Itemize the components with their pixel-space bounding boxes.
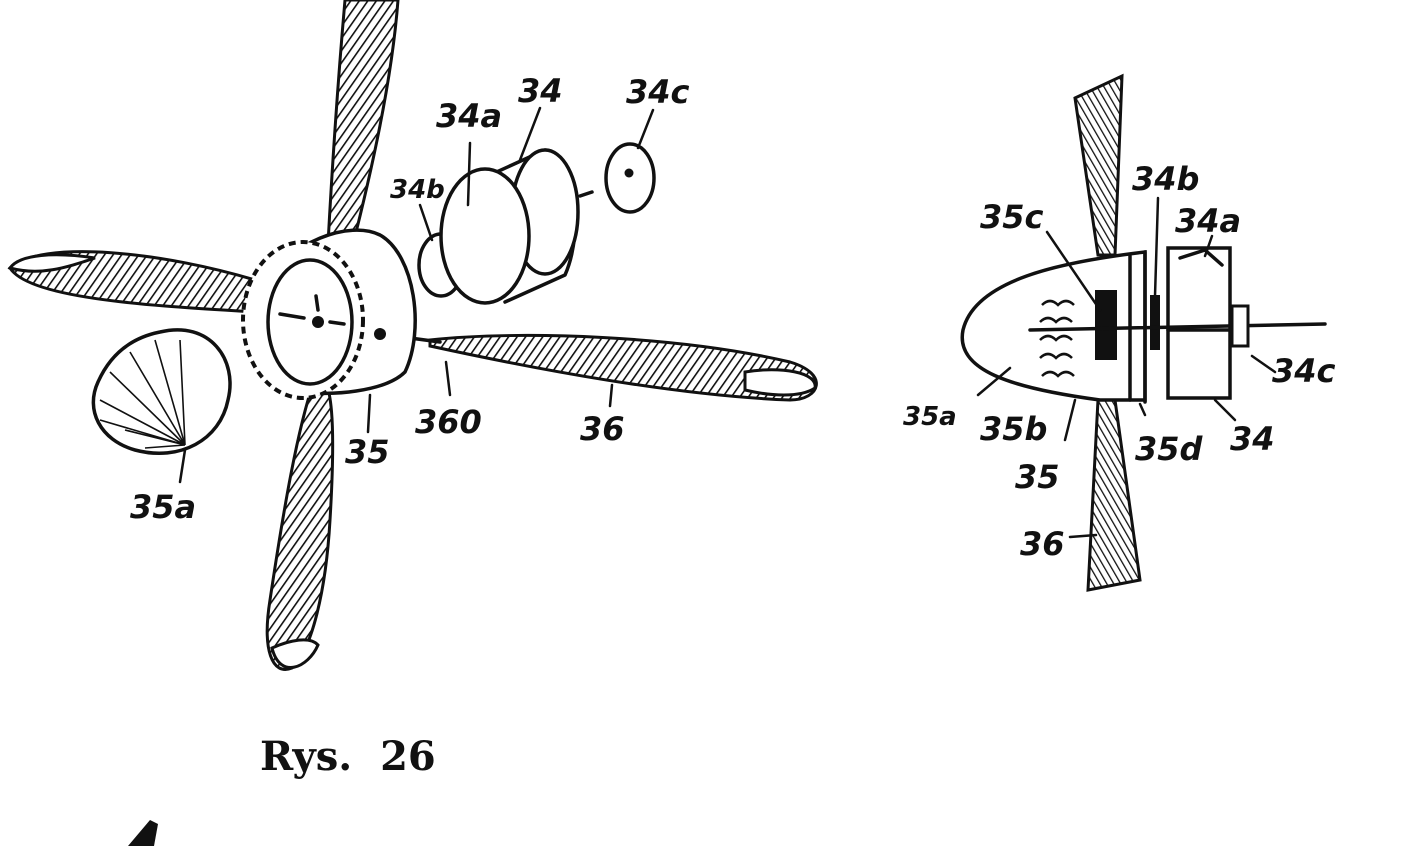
- label-35a: 35a: [903, 402, 957, 432]
- cap-34c: [604, 142, 656, 214]
- label-34: 34: [518, 72, 563, 110]
- drum-34: [439, 148, 594, 305]
- exploded-view: 34a 34 34c 34b 35 360 36 35a: [7, 0, 818, 671]
- label-35: 35: [345, 433, 390, 471]
- propeller-blade-top: [326, 0, 400, 256]
- section-blade-bottom: [1086, 398, 1142, 592]
- gear-ring: [241, 240, 365, 400]
- drum-face-34a: [439, 167, 531, 305]
- label-36: 36: [1020, 525, 1065, 563]
- label-34c: 34c: [1272, 352, 1336, 390]
- label-34: 34: [1230, 420, 1275, 458]
- leader-lines-right: [976, 196, 1277, 539]
- propeller-blade-right: [428, 333, 818, 402]
- section-hub-35c: [1095, 290, 1117, 360]
- section-collar-34b: [1150, 295, 1160, 350]
- label-35c: 35c: [980, 198, 1044, 236]
- figure-caption: Rys. 26: [260, 733, 436, 780]
- label-35: 35: [1015, 458, 1060, 496]
- propeller-blade-left: [7, 250, 270, 314]
- label-34a: 34a: [1175, 202, 1241, 240]
- section-drum-34: [1166, 246, 1232, 400]
- label-35b: 35b: [980, 410, 1047, 448]
- label-36: 36: [580, 410, 625, 448]
- stray-mark: [128, 820, 158, 846]
- label-34a: 34a: [436, 97, 502, 135]
- propeller-blade-bottom: [265, 367, 335, 671]
- section-shaft: [1028, 322, 1327, 332]
- label-34b: 34b: [390, 175, 445, 205]
- label-360: 360: [415, 403, 482, 441]
- section-nut-34c: [1230, 304, 1250, 348]
- section-blade-top: [1073, 73, 1124, 257]
- section-gear-35b: [1039, 299, 1075, 378]
- label-35d: 35d: [1135, 430, 1204, 468]
- section-view: 34b 35c 34a 34c 35a 35b 35d 34 35 36: [903, 73, 1336, 592]
- label-35a: 35a: [130, 488, 196, 526]
- label-34b: 34b: [1132, 160, 1199, 198]
- label-34c: 34c: [626, 73, 690, 111]
- section-spinner-35a: [960, 250, 1147, 402]
- leader-lines-left: [178, 106, 655, 484]
- spinner-35a: [91, 328, 232, 455]
